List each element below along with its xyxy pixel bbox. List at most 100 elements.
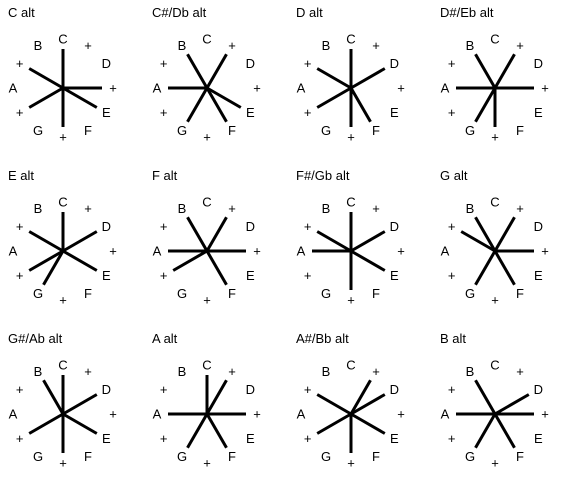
wheel-note-label: G bbox=[177, 123, 187, 138]
spoke-10 bbox=[316, 230, 352, 253]
wheel-plus-label: + bbox=[491, 456, 499, 471]
wheel-svg: C+D+EF+G+A+B bbox=[9, 358, 117, 471]
wheel-note-label: E bbox=[246, 268, 255, 283]
wheel-plus-label: + bbox=[304, 268, 312, 283]
wheel-note-label: G bbox=[465, 449, 475, 464]
chord-title: A alt bbox=[152, 331, 178, 346]
chord-title: B alt bbox=[440, 331, 467, 346]
wheel-plus-label: + bbox=[304, 105, 312, 120]
wheel-plus-label: + bbox=[160, 56, 168, 71]
wheel-plus-label: + bbox=[253, 407, 261, 422]
wheel-note-label: A bbox=[153, 407, 162, 422]
wheel-note-label: D bbox=[102, 219, 111, 234]
wheel-note-label: D bbox=[102, 56, 111, 71]
wheel-plus-label: + bbox=[160, 431, 168, 446]
spoke-4 bbox=[62, 249, 98, 272]
wheel-note-label: B bbox=[466, 364, 475, 379]
wheel-note-label: C bbox=[202, 32, 211, 47]
wheel-note-label: D bbox=[390, 382, 399, 397]
spoke-10 bbox=[460, 230, 496, 253]
wheel-plus-label: + bbox=[397, 244, 405, 259]
wheel-note-label: D bbox=[390, 219, 399, 234]
wheel-note-label: B bbox=[466, 38, 475, 53]
wheel-plus-label: + bbox=[109, 244, 117, 259]
chord-title: A#/Bb alt bbox=[296, 331, 349, 346]
wheel-note-label: E bbox=[246, 431, 255, 446]
spoke-2 bbox=[350, 393, 386, 416]
wheel-plus-label: + bbox=[541, 81, 549, 96]
wheel-svg: C+D+EF+G+A+B bbox=[441, 358, 549, 471]
wheel-note-label: E bbox=[102, 268, 111, 283]
wheel-note-label: B bbox=[34, 38, 43, 53]
wheel-note-label: E bbox=[102, 431, 111, 446]
wheel-note-label: E bbox=[534, 268, 543, 283]
wheel-note-label: G bbox=[33, 123, 43, 138]
spoke-1 bbox=[205, 216, 228, 252]
spoke-11 bbox=[474, 53, 497, 89]
wheel-plus-label: + bbox=[397, 407, 405, 422]
wheel-note-label: E bbox=[390, 268, 399, 283]
wheel-plus-label: + bbox=[448, 105, 456, 120]
spoke-11 bbox=[474, 379, 497, 415]
spoke-8 bbox=[28, 249, 64, 272]
wheel-plus-label: + bbox=[448, 219, 456, 234]
wheel-plus-label: + bbox=[347, 456, 355, 471]
spoke-2 bbox=[62, 230, 98, 253]
wheel-note-label: C bbox=[490, 32, 499, 47]
wheel-note-label: C bbox=[58, 32, 67, 47]
wheel-note-label: B bbox=[322, 201, 331, 216]
spoke-8 bbox=[172, 249, 208, 272]
chord-title: E alt bbox=[8, 168, 35, 183]
wheel-note-label: F bbox=[228, 449, 236, 464]
wheel-note-label: C bbox=[58, 195, 67, 210]
spoke-1 bbox=[205, 379, 228, 415]
spoke-8 bbox=[28, 86, 64, 109]
wheel-note-label: E bbox=[534, 431, 543, 446]
spoke-7 bbox=[42, 250, 65, 286]
chord-title: G alt bbox=[440, 168, 468, 183]
wheel-note-label: C bbox=[346, 358, 355, 373]
spoke-1 bbox=[493, 216, 516, 252]
wheel-plus-label: + bbox=[448, 382, 456, 397]
wheel-svg: C+D+EF+G+A+B bbox=[297, 32, 405, 145]
wheel-plus-label: + bbox=[397, 81, 405, 96]
wheel-note-label: A bbox=[9, 244, 18, 259]
spoke-10 bbox=[28, 230, 64, 253]
spoke-4 bbox=[62, 86, 98, 109]
spoke-2 bbox=[62, 393, 98, 416]
spoke-7 bbox=[474, 413, 497, 449]
wheel-note-label: C bbox=[202, 358, 211, 373]
spoke-2 bbox=[350, 67, 386, 90]
wheel-note-label: E bbox=[246, 105, 255, 120]
wheel-note-label: F bbox=[516, 449, 524, 464]
chord-title: F#/Gb alt bbox=[296, 168, 350, 183]
wheel-note-label: B bbox=[178, 38, 187, 53]
wheel-plus-label: + bbox=[16, 219, 24, 234]
wheel-plus-label: + bbox=[203, 456, 211, 471]
spoke-7 bbox=[474, 250, 497, 286]
wheel-note-label: A bbox=[297, 81, 306, 96]
wheel-note-label: A bbox=[441, 81, 450, 96]
wheel-plus-label: + bbox=[516, 38, 524, 53]
wheel-plus-label: + bbox=[16, 268, 24, 283]
wheel-note-label: A bbox=[297, 407, 306, 422]
wheel-plus-label: + bbox=[253, 81, 261, 96]
wheel-plus-label: + bbox=[160, 382, 168, 397]
wheel-note-label: A bbox=[441, 244, 450, 259]
wheel-plus-label: + bbox=[491, 130, 499, 145]
wheel-plus-label: + bbox=[541, 244, 549, 259]
wheel-plus-label: + bbox=[228, 38, 236, 53]
wheel-note-label: A bbox=[9, 407, 18, 422]
chord-title: D alt bbox=[296, 5, 323, 20]
wheel-svg: C+D+EF+G+A+B bbox=[441, 195, 549, 308]
wheel-plus-label: + bbox=[59, 293, 67, 308]
spoke-10 bbox=[316, 393, 352, 416]
wheel-note-label: B bbox=[34, 201, 43, 216]
wheel-note-label: C bbox=[346, 195, 355, 210]
